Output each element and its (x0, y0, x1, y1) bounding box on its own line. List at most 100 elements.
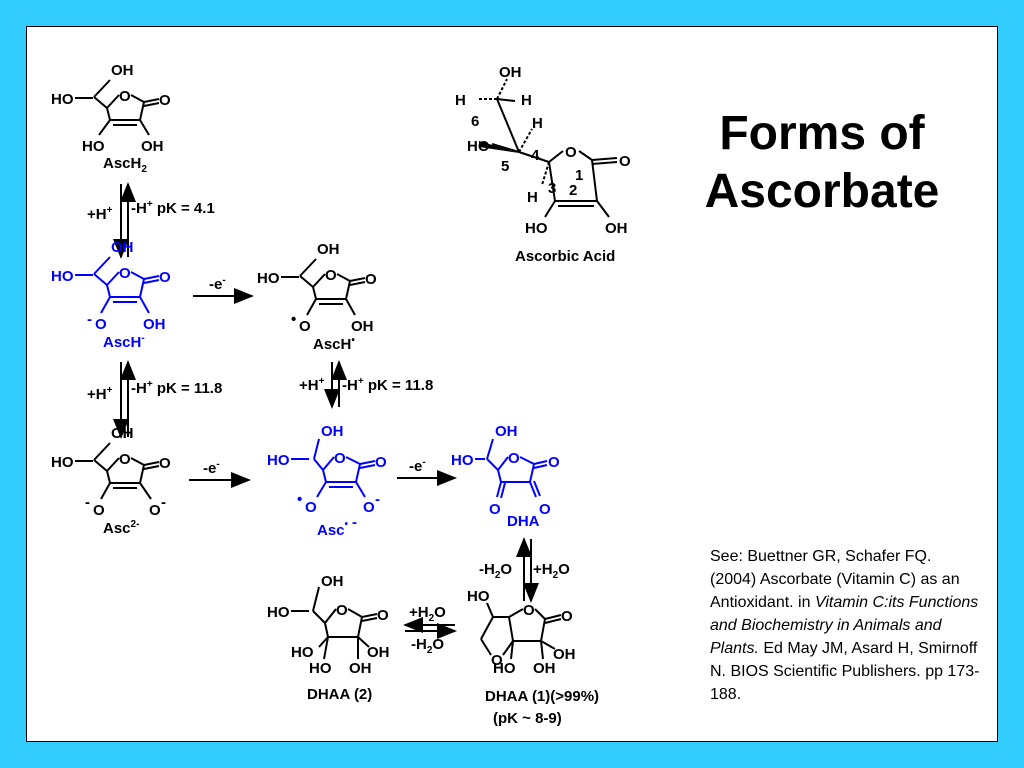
ascorbic-acid-ho: HO (467, 138, 490, 155)
dha-o-left: O (489, 501, 501, 518)
asch-radical-o: O (299, 318, 311, 335)
dhaa2-structure (291, 586, 378, 660)
hyd2-arrows (403, 617, 457, 639)
asch2-label: AscH2 (103, 155, 147, 175)
ascorbic-acid-wedge (479, 141, 519, 153)
dhaa1-oh-bottom: OH (533, 660, 556, 677)
ascorbic-acid-n3: 3 (548, 180, 556, 197)
asch2-carbonyl-o: O (159, 92, 171, 109)
dhaa1-oh-right: OH (553, 646, 576, 663)
ox3-label: -e- (409, 457, 426, 475)
dhaa1-ho-top: HO (467, 588, 490, 605)
reference-book-title: Vitamin C:its Functions and Biochemistry… (710, 594, 979, 657)
dhaa1-ring-o: O (523, 602, 535, 619)
reference-part1: See: Buettner GR, Schafer FQ. (2004) Asc… (710, 548, 960, 611)
asch-radical-carbonyl-o: O (365, 271, 377, 288)
dhaa1-labels: HO O O O OH HO OH DHAA (1)(>99%) (pK ~ 8… (467, 588, 599, 727)
hyd2-plus-h2o: +H2O (409, 604, 446, 624)
dha-structure (475, 438, 548, 499)
dha-ring-o: O (508, 450, 520, 467)
slide-title: Forms of Ascorbate (657, 105, 987, 221)
ascorbic-acid-h-right: H (521, 92, 532, 109)
eq2-minus-h-pk: -H+ pK = 11.8 (131, 379, 222, 397)
dhaa2-labels: OH HO O O HO OH HO OH DHAA (2) (267, 573, 390, 703)
asch-minus-ho-left: HO (51, 268, 74, 285)
dha-label: DHA (507, 513, 540, 530)
ox2-label: -e- (203, 459, 220, 477)
asch-radical-label: AscH• (313, 335, 355, 353)
asch-minus-labels: OH HO O O - O OH AscH- (51, 239, 171, 351)
dhaa2-ring-o: O (336, 602, 348, 619)
asc-radical-oh-top: OH (321, 423, 344, 440)
dhaa2-ho-a: HO (291, 644, 314, 661)
ascorbic-acid-n5: 5 (501, 158, 509, 175)
dha-o-right: O (539, 501, 551, 518)
dhaa1-ho-bottom: HO (493, 660, 516, 677)
dhaa1-label: DHAA (1)(>99%) (485, 688, 599, 705)
ascorbic-acid-n1: 1 (575, 167, 583, 184)
asch-minus-label: AscH- (103, 333, 145, 351)
ascorbic-acid-h-4: H (532, 115, 543, 132)
asch2-labels: OH HO O O HO OH AscH2 (51, 62, 171, 175)
dhaa2-ho-left: HO (267, 604, 290, 621)
asc2-o-right: O (149, 502, 161, 519)
reference-part2: Ed May JM, Asard H, Smirnoff N. BIOS Sci… (710, 640, 980, 703)
asc2-ho-left: HO (51, 454, 74, 471)
eq2-arrows (113, 360, 136, 439)
asch-radical-oh-top: OH (317, 241, 340, 258)
eq1-arrows (113, 182, 136, 259)
asch-radical-oh-bottom: OH (351, 318, 374, 335)
asch2-oh-top: OH (111, 62, 134, 79)
hyd-arrows (516, 537, 539, 603)
dhaa1-pk: (pK ~ 8-9) (493, 710, 562, 727)
asc2-minus-right: - (161, 494, 166, 511)
eq1-plus-h: +H+ (87, 205, 113, 223)
hyd-plus-h2o: +H2O (533, 561, 570, 581)
asc-radical-ring-o: O (334, 450, 346, 467)
dhaa2-ho-b: HO (309, 660, 332, 677)
dhaa1-carbonyl-o: O (561, 608, 573, 625)
asch-radical-dot: • (291, 311, 296, 328)
asch-radical-ho-left: HO (257, 270, 280, 287)
eq3-minus-h-pk: -H+ pK = 11.8 (342, 376, 433, 394)
ox1-label: -e- (209, 275, 226, 293)
asch2-structure (75, 79, 160, 136)
dha-ho-left: HO (451, 452, 474, 469)
asch-radical-labels: OH HO O O • O OH AscH• (257, 241, 377, 353)
ascorbic-acid-n6: 6 (471, 113, 479, 130)
ascorbic-acid-ho-bottom: HO (525, 220, 548, 237)
asc-radical-label: Asc•- (317, 514, 357, 539)
asch-radical-ring-o: O (325, 267, 337, 284)
dhaa2-oh-b: OH (349, 660, 372, 677)
asch2-ho-left: HO (51, 91, 74, 108)
asch-radical-structure (281, 258, 366, 316)
asc-radical-dot: • (297, 491, 302, 508)
asch2-oh-bottom: OH (141, 138, 164, 155)
dhaa1-ring-o2: O (491, 652, 503, 669)
reference-text: See: Buettner GR, Schafer FQ. (2004) Asc… (710, 545, 980, 706)
ascorbic-acid-n2: 2 (569, 182, 577, 199)
asch-minus-structure (75, 256, 160, 314)
asch2-ring-o: O (119, 88, 131, 105)
ascorbic-acid-h-3: H (527, 189, 538, 206)
asc-radical-minus: - (375, 491, 380, 508)
dhaa2-oh-top: OH (321, 573, 344, 590)
asc-radical-ho-left: HO (267, 452, 290, 469)
slide: OH HO O O HO OH AscH2 +H+ -H+ pK = 4.1 O… (26, 26, 998, 742)
asc2-minus-left: - (85, 494, 90, 511)
ascorbate-scheme: OH HO O O HO OH AscH2 +H+ -H+ pK = 4.1 O… (51, 62, 631, 727)
asc2-o-left: O (93, 502, 105, 519)
asch-minus-carbonyl-o: O (159, 269, 171, 286)
eq3-plus-h: +H+ (299, 376, 325, 394)
eq1-minus-h-pk: -H+ pK = 4.1 (131, 199, 215, 217)
asc-radical-structure (291, 438, 376, 498)
asc-radical-labels: OH HO O O • O O - Asc•- (267, 423, 387, 539)
asc2-ring-o: O (119, 451, 131, 468)
asc2-label: Asc2- (103, 519, 139, 537)
asc2-structure (75, 442, 160, 500)
asch-minus-oh-bottom: OH (143, 316, 166, 333)
asc2-oh-top: OH (111, 425, 134, 442)
ascorbic-acid-oh-bottom: OH (605, 220, 628, 237)
slide-title-line1: Forms of (719, 107, 925, 160)
dhaa1-structure (480, 602, 562, 660)
